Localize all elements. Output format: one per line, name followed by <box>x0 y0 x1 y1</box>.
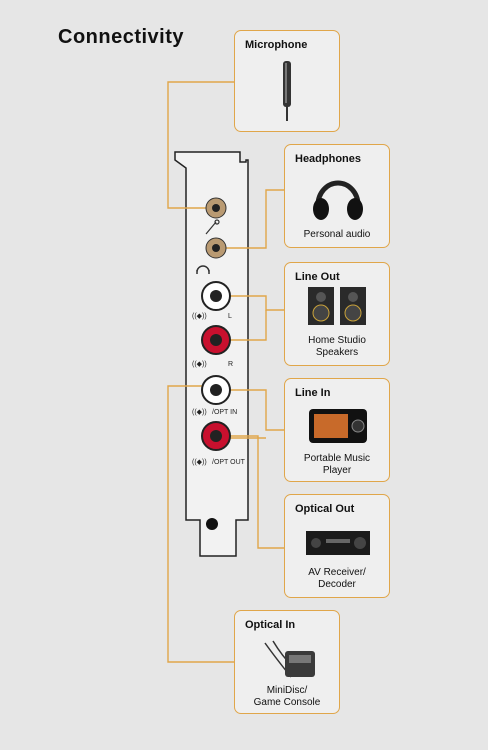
device-subtitle-optical-out: AV Receiver/ Decoder <box>308 567 366 590</box>
headphone-symbol-icon <box>196 265 210 274</box>
device-title-line-in: Line In <box>295 387 331 399</box>
port-label-l: L <box>228 313 232 320</box>
device-title-line-out: Line Out <box>295 271 340 283</box>
microphone-icon <box>283 61 291 121</box>
device-box-line-in: Line In Portable Music Player <box>284 378 390 482</box>
optical-out-symbol-icon: ((◆)) <box>192 459 207 466</box>
port-label-opt-in: /OPT IN <box>212 409 237 416</box>
line-out-l-jack <box>201 281 231 311</box>
device-box-optical-out: Optical Out AV Receiver/ Decoder <box>284 494 390 598</box>
page-title: Connectivity <box>58 26 185 48</box>
device-title-headphones: Headphones <box>295 153 362 165</box>
device-subtitle-optical-in: MiniDisc/ Game Console <box>253 685 321 708</box>
minidisc-icon <box>264 640 315 678</box>
wire-line-in <box>216 389 284 431</box>
wire-optical-in <box>167 385 234 663</box>
speakers-icon <box>308 287 366 325</box>
mic-symbol-icon <box>205 219 220 235</box>
device-title-optical-in: Optical In <box>245 619 296 631</box>
wire-microphone <box>167 81 234 209</box>
line-in-jack <box>201 375 231 405</box>
bracket-mount-hole <box>206 518 218 530</box>
line-out-r-jack <box>201 325 231 355</box>
port-label-r: R <box>228 361 233 368</box>
line-out-symbol-icon: ((◆)) <box>192 313 207 320</box>
device-box-optical-in: Optical In MiniDisc/ Game Console <box>234 610 340 714</box>
device-subtitle-headphones: Personal audio <box>303 229 371 240</box>
music-player-icon <box>309 409 367 443</box>
device-title-optical-out: Optical Out <box>295 503 355 515</box>
device-subtitle-line-out: Home Studio Speakers <box>308 335 366 358</box>
optical-out-jack <box>201 421 231 451</box>
device-box-line-out: Line Out Home Studio Speakers <box>284 262 390 366</box>
wire-optical-out <box>216 435 284 549</box>
headphones-icon <box>313 180 363 220</box>
wire-line-out-l <box>216 295 284 311</box>
device-title-microphone: Microphone <box>245 39 308 51</box>
line-out-r-symbol-icon: ((◆)) <box>192 361 207 368</box>
line-in-symbol-icon: ((◆)) <box>192 409 207 416</box>
device-box-headphones: Headphones Personal audio <box>284 144 390 248</box>
headphone-jack <box>205 237 227 259</box>
device-box-microphone: Microphone <box>234 30 340 132</box>
port-label-opt-out: /OPT OUT <box>212 459 246 466</box>
wire-line-out-r <box>216 310 267 341</box>
device-subtitle-line-in: Portable Music Player <box>303 453 371 476</box>
mic-jack <box>205 197 227 219</box>
av-receiver-icon <box>306 531 370 555</box>
wire-headphones <box>216 189 284 249</box>
